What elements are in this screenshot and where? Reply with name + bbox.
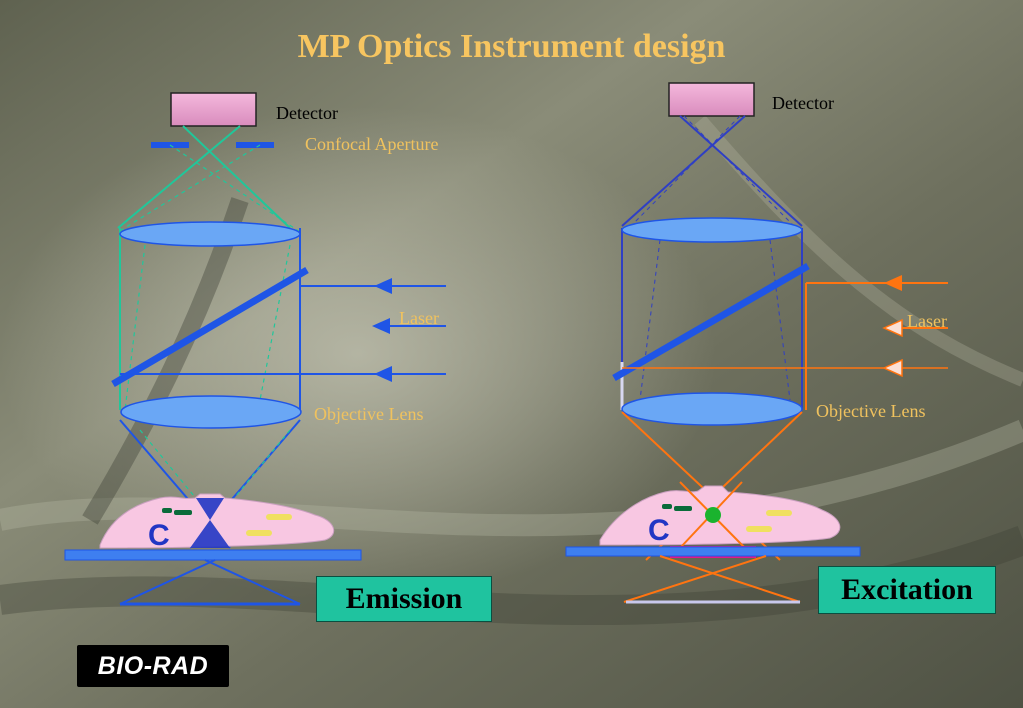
- slide-title: MP Optics Instrument design: [297, 28, 726, 65]
- left-detector-label: Detector: [276, 103, 338, 123]
- dichroic-mirror: [612, 262, 810, 382]
- excitation-mode-box: Excitation: [818, 566, 996, 614]
- tube-lens: [621, 217, 803, 243]
- bio-rad-logo-text: BIO-RAD: [97, 652, 209, 680]
- stage: [565, 546, 861, 557]
- right-objective-label: Objective Lens: [816, 401, 926, 421]
- left-laser-label: Laser: [399, 308, 439, 328]
- confocal-aperture-right: [236, 142, 274, 148]
- sample-letter: C: [148, 519, 170, 552]
- tube-lens: [119, 221, 301, 247]
- objective-lens: [621, 392, 803, 426]
- detector-box: [170, 92, 257, 127]
- objective-lens: [120, 395, 302, 429]
- emission-mode-box: Emission: [316, 576, 492, 622]
- detector-box: [668, 82, 755, 117]
- bio-rad-logo: BIO-RAD: [77, 645, 229, 687]
- left-objective-label: Objective Lens: [314, 404, 424, 424]
- focal-spot: [705, 507, 721, 523]
- sample-letter: C: [648, 514, 670, 547]
- confocal-aperture-label: Confocal Aperture: [305, 134, 439, 154]
- sample-cell: [99, 493, 335, 549]
- right-detector-label: Detector: [772, 93, 834, 113]
- right-laser-label: Laser: [907, 311, 947, 331]
- dichroic-mirror: [111, 266, 309, 388]
